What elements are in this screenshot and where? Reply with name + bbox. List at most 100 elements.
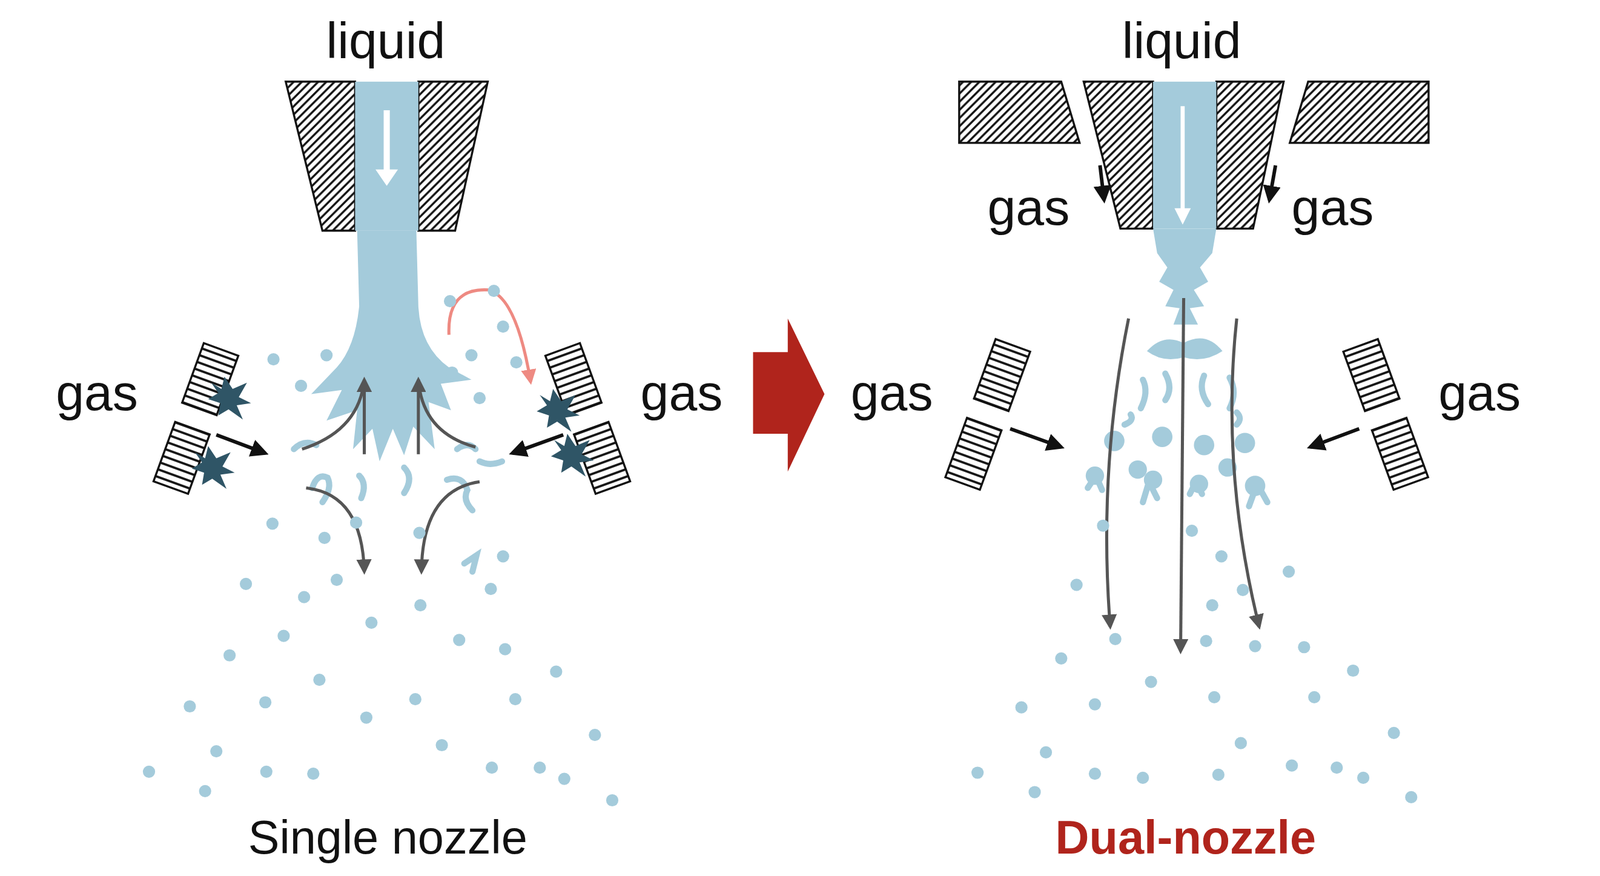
- gas-label: gas: [850, 367, 934, 419]
- panel-caption: Single nozzle: [248, 813, 528, 861]
- droplet: [1297, 640, 1310, 653]
- gas-streamlines: [1106, 297, 1260, 652]
- droplet: [1404, 790, 1418, 804]
- droplet: [1145, 675, 1158, 688]
- droplet: [1388, 726, 1401, 739]
- droplet: [1330, 761, 1343, 774]
- droplet: [443, 294, 457, 308]
- nozzle-wall: [1216, 81, 1284, 229]
- droplet: [277, 629, 290, 642]
- flow-arrow-head: [1174, 208, 1191, 225]
- droplet: [318, 531, 331, 544]
- droplet: [1346, 664, 1359, 677]
- droplet: [1282, 565, 1295, 578]
- droplet: [549, 665, 562, 678]
- droplet: [1143, 470, 1163, 489]
- droplet: [1104, 430, 1125, 452]
- droplet: [1151, 426, 1173, 447]
- droplet: [1234, 432, 1256, 453]
- gas-nozzle: [945, 339, 1031, 490]
- droplet: [1088, 698, 1101, 711]
- droplet: [413, 526, 426, 539]
- droplet: [267, 353, 280, 366]
- droplet: [1085, 466, 1105, 485]
- gas-label: gas: [640, 367, 724, 419]
- droplet: [320, 348, 333, 361]
- gas-label: gas: [1291, 181, 1375, 233]
- nozzle-block: [1371, 417, 1429, 490]
- droplet: [509, 692, 522, 705]
- droplet: [1136, 771, 1149, 784]
- liquid-fragment: [1201, 375, 1209, 404]
- flow-arrow: [383, 110, 391, 174]
- streamline: [302, 379, 365, 450]
- deposit: [551, 433, 595, 477]
- droplet: [1245, 475, 1266, 496]
- droplet: [223, 649, 236, 662]
- gas-arrow: [1269, 165, 1276, 200]
- backflow-arrow: [448, 289, 531, 382]
- droplet: [1109, 632, 1122, 645]
- liquid-fragment: [1165, 373, 1170, 401]
- gas-nozzle: [153, 342, 239, 494]
- droplet: [239, 577, 252, 590]
- droplet: [183, 700, 196, 713]
- fluid-label: liquid: [1122, 15, 1242, 67]
- droplet: [1054, 652, 1068, 665]
- droplet: [558, 772, 571, 785]
- gas-arrow: [1309, 428, 1359, 447]
- liquid-fragment: [359, 475, 364, 498]
- droplet: [1015, 701, 1028, 714]
- droplet: [533, 761, 546, 774]
- nozzle-wall: [1083, 81, 1154, 229]
- droplet: [1212, 768, 1225, 781]
- droplet: [1039, 746, 1052, 759]
- droplet: [473, 391, 486, 404]
- liquid-fragment: [403, 467, 409, 493]
- droplet: [445, 366, 458, 379]
- streamline: [421, 481, 480, 572]
- droplets: [142, 284, 619, 807]
- droplet: [294, 379, 308, 392]
- droplet: [485, 761, 498, 774]
- droplet: [210, 744, 223, 758]
- deposit: [191, 445, 235, 489]
- transition-arrow: [752, 318, 825, 472]
- flow-arrow-head: [375, 169, 398, 186]
- droplet: [509, 356, 523, 369]
- droplet: [435, 738, 448, 751]
- gas-arrow: [1010, 428, 1062, 447]
- droplet: [409, 692, 422, 705]
- streamline: [418, 379, 476, 447]
- liquid-fragments: [293, 442, 503, 572]
- nozzle-wall: [418, 81, 489, 231]
- liquid-fragment: [1140, 379, 1146, 409]
- outer-nozzle-plate: [1289, 81, 1429, 143]
- droplet: [1193, 434, 1215, 456]
- liquid-jet: [311, 230, 472, 462]
- droplet: [1206, 598, 1219, 612]
- droplet: [142, 765, 156, 778]
- droplet: [497, 320, 510, 333]
- droplet: [350, 516, 363, 529]
- nozzle-block: [945, 417, 1002, 490]
- droplet: [1215, 549, 1228, 562]
- droplet: [1070, 578, 1083, 591]
- nozzle-block: [973, 339, 1031, 412]
- liquid-channel: [1153, 81, 1217, 229]
- droplet: [199, 784, 212, 797]
- droplet: [1028, 785, 1041, 798]
- gas-label: gas: [1438, 367, 1521, 419]
- droplet: [313, 673, 326, 686]
- deposit: [536, 388, 580, 432]
- panel-caption: Dual-nozzle: [1055, 813, 1317, 861]
- droplet: [260, 765, 273, 778]
- droplet: [452, 633, 466, 646]
- nozzle-wall: [285, 81, 356, 231]
- droplet: [330, 573, 343, 586]
- liquid-fragment: [1236, 412, 1240, 425]
- droplet: [1128, 460, 1148, 479]
- droplet: [365, 616, 378, 629]
- streamline: [1231, 318, 1260, 627]
- droplet: [1308, 690, 1321, 704]
